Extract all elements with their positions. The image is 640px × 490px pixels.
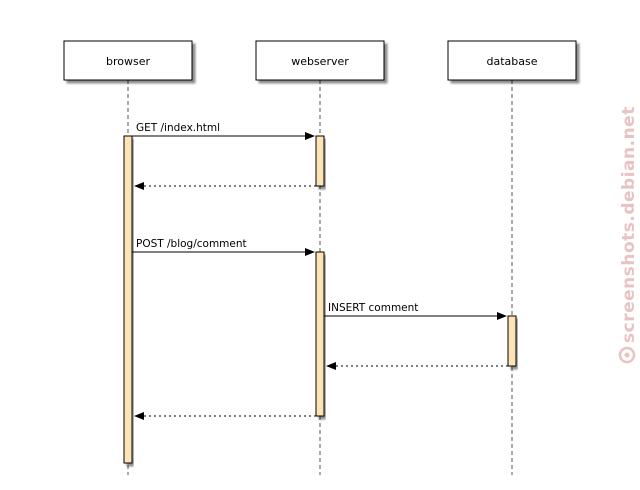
message-insert-comment-label: INSERT comment <box>328 302 418 314</box>
activation-browser <box>123 135 133 464</box>
debian-logo-icon <box>618 346 636 364</box>
watermark-text: screenshots.debian.net <box>619 106 639 343</box>
message-post-comment-label: POST /blog/comment <box>136 238 247 250</box>
message-return-1 <box>134 182 316 190</box>
activation-webserver-2 <box>315 251 325 417</box>
actor-browser-label: browser <box>106 55 150 68</box>
message-return-3 <box>134 412 316 420</box>
actor-database: database <box>447 40 577 81</box>
actor-database-label: database <box>487 55 538 68</box>
activation-webserver-1 <box>315 135 325 187</box>
activation-database <box>507 315 517 367</box>
message-post-comment: POST /blog/comment <box>132 238 315 256</box>
message-get-index: GET /index.html <box>132 122 315 140</box>
message-get-index-label: GET /index.html <box>136 122 220 134</box>
actor-webserver-label: webserver <box>291 55 349 68</box>
actor-browser: browser <box>63 40 193 81</box>
message-return-2 <box>326 362 508 370</box>
message-insert-comment: INSERT comment <box>324 302 507 320</box>
watermark: screenshots.debian.net <box>618 106 639 364</box>
actor-webserver: webserver <box>255 40 385 81</box>
